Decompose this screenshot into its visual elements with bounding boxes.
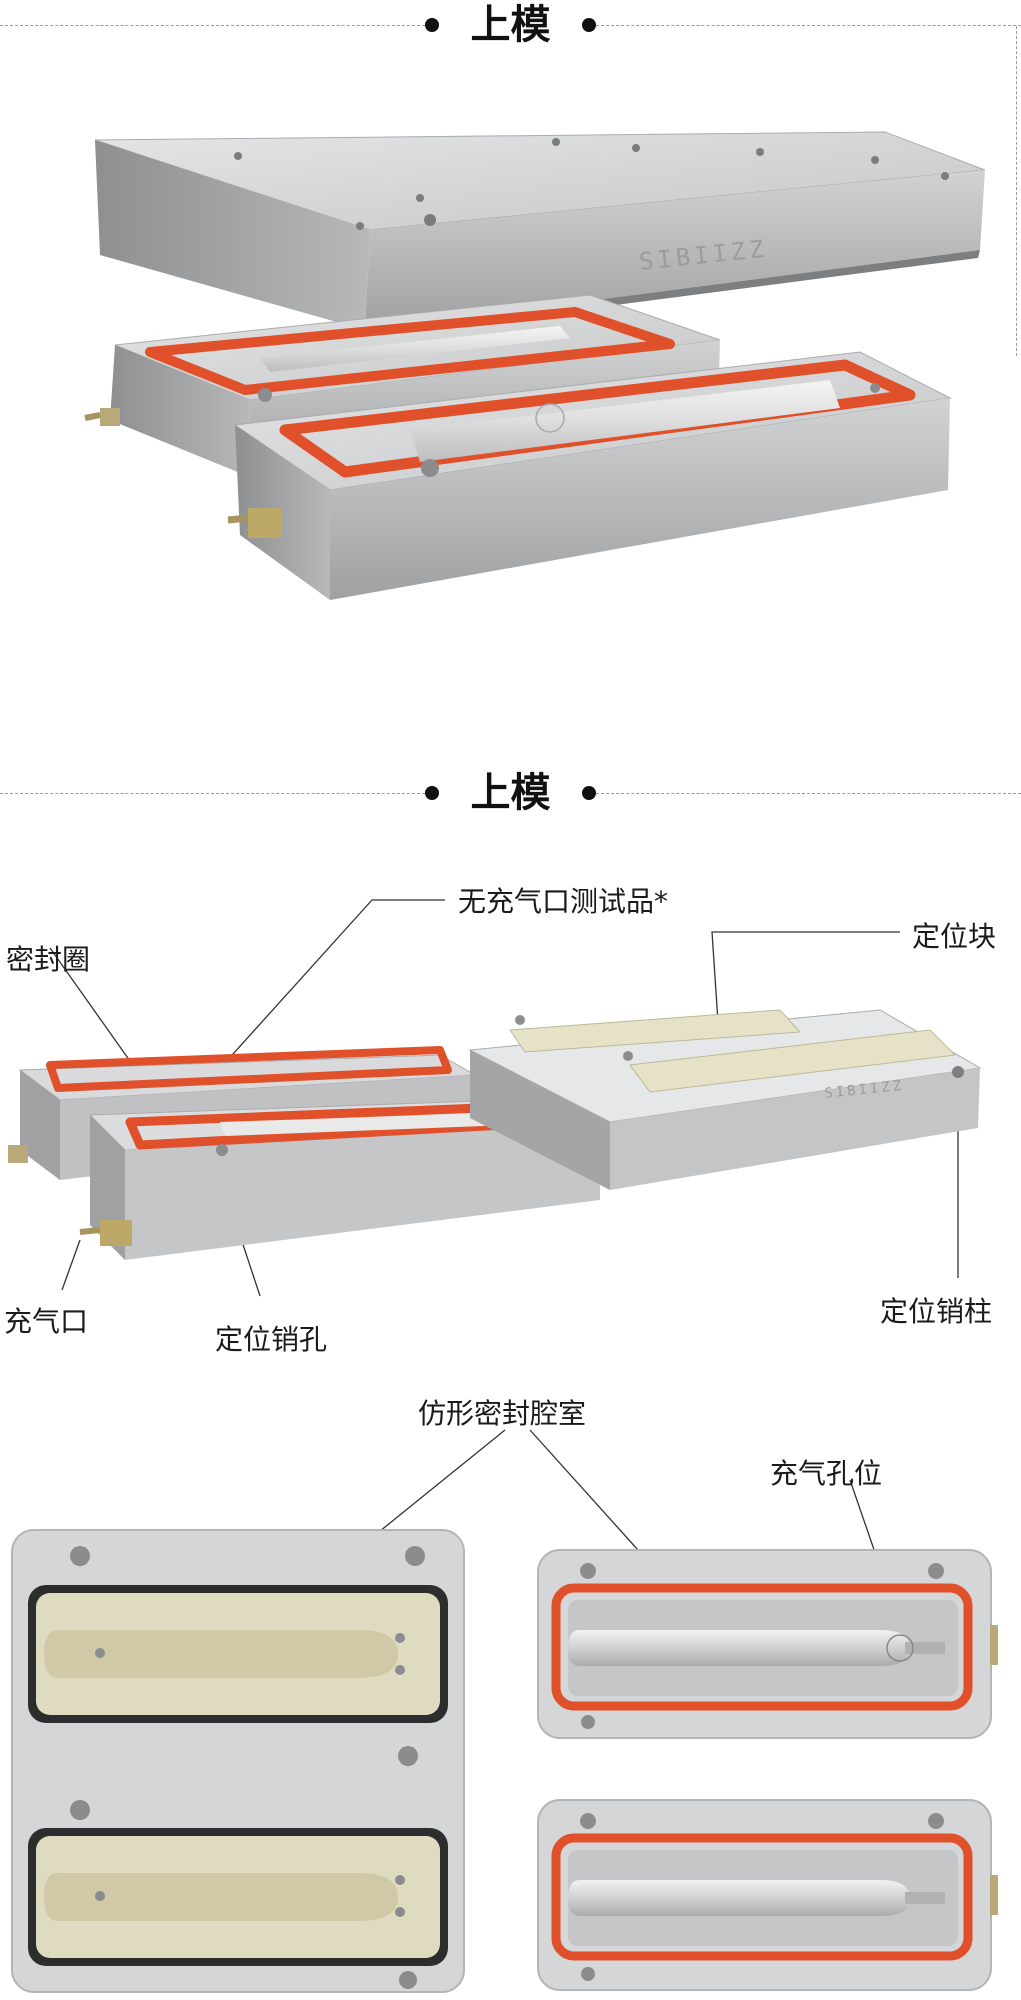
dashed-divider	[596, 25, 1021, 26]
section-title: 上模	[470, 770, 551, 816]
section-header-middle: 上模	[0, 768, 1021, 818]
callout-inflation-hole: 充气孔位	[770, 1457, 883, 1490]
section-header-top: 上模	[0, 0, 1021, 50]
bullet-dot	[582, 786, 596, 800]
bullet-dot	[582, 18, 596, 32]
callout-seal-ring: 密封圈	[6, 943, 91, 976]
plate-top-view-left	[11, 1529, 465, 1993]
leader-line-inflation-port	[61, 1239, 81, 1291]
callout-locating-pin-hole: 定位销孔	[215, 1323, 328, 1356]
callout-test-product: 无充气口测试品*	[458, 885, 669, 918]
dashed-vertical-divider	[1016, 26, 1017, 356]
dashed-divider	[596, 793, 1021, 794]
callout-locating-block: 定位块	[912, 920, 997, 953]
lower-mold-exploded-illustration: SIBIIZZ	[8, 899, 982, 1297]
bullet-dot	[425, 786, 439, 800]
bullet-dot	[425, 18, 439, 32]
locating-plate: SIBIIZZ	[468, 1009, 982, 1190]
upper-mold-illustration: SIBIIZZ	[84, 131, 986, 600]
lower-block-right	[227, 351, 952, 600]
callout-inflation-port: 充气口	[4, 1305, 89, 1338]
section-title: 上模	[470, 2, 551, 48]
leader-line-locating-block	[711, 931, 900, 1053]
dashed-divider	[0, 25, 425, 26]
callout-contoured-cavity: 仿形密封腔室	[418, 1397, 587, 1430]
callout-locating-pin: 定位销柱	[880, 1295, 993, 1328]
top-view-illustration	[11, 1429, 998, 1993]
dashed-divider	[0, 793, 425, 794]
leader-line-test-product	[204, 899, 445, 1086]
block-top-view-lower	[537, 1799, 998, 1991]
block-top-view-upper	[537, 1549, 998, 1739]
